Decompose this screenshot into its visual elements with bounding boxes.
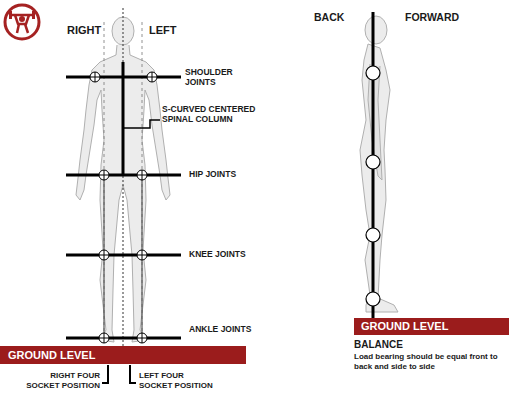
- spine-label: S-CURVED CENTERED SPINAL COLUMN: [162, 104, 262, 124]
- leader-line: [102, 365, 108, 383]
- joint-markers: [90, 72, 157, 343]
- ground-band: GROUND LEVEL: [354, 318, 509, 335]
- direction-label: FORWARD: [405, 11, 495, 24]
- leader-line: [123, 120, 160, 128]
- center-line: [123, 8, 124, 346]
- leader-line: [130, 365, 136, 383]
- joint-label: KNEE JOINTS: [189, 249, 269, 259]
- joint-label: SHOULDER JOINTS: [185, 67, 235, 87]
- side-label: RIGHT: [67, 24, 127, 37]
- side-body-figure: [360, 16, 398, 312]
- guide-line: [142, 22, 143, 346]
- band-text: GROUND LEVEL: [361, 318, 509, 335]
- socket-label: LEFT FOUR SOCKET POSITION: [139, 371, 217, 390]
- side-label: LEFT: [149, 24, 209, 37]
- guide-line: [104, 22, 105, 346]
- joint-label: HIP JOINTS: [189, 169, 269, 179]
- note-text: Load bearing should be equal front to ba…: [354, 352, 516, 371]
- ground-band: GROUND LEVEL: [0, 346, 246, 364]
- band-text: GROUND LEVEL: [8, 346, 246, 364]
- balance-markers: [366, 66, 380, 306]
- joint-label: ANKLE JOINTS: [189, 324, 269, 334]
- logo-icon: [5, 5, 39, 39]
- spine-line: [122, 62, 125, 175]
- heading-label: BALANCE: [354, 339, 474, 351]
- direction-label: BACK: [314, 11, 364, 24]
- socket-label: RIGHT FOUR SOCKET POSITION: [22, 371, 100, 390]
